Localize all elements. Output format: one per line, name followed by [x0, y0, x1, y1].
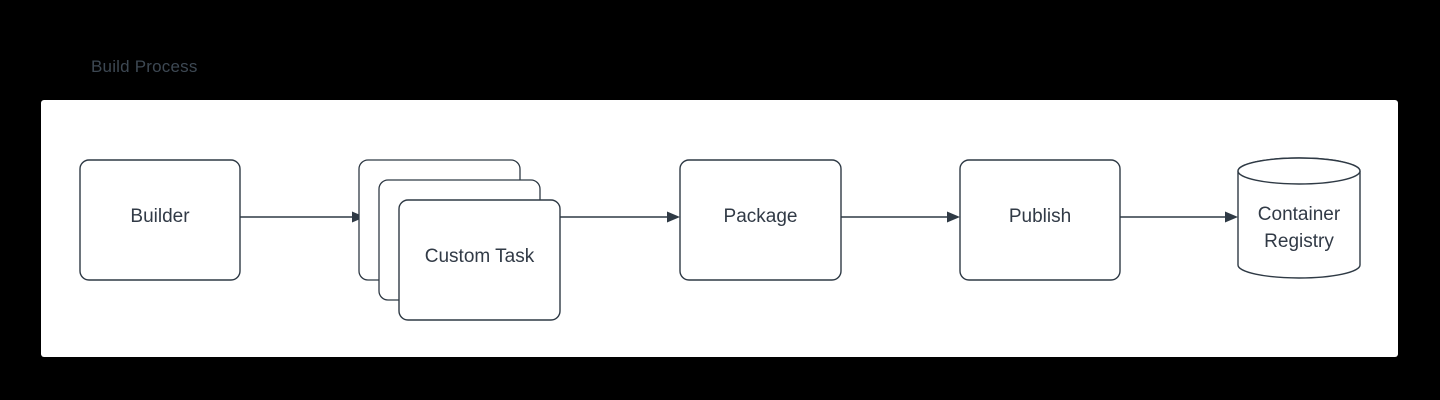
package-label: Package — [724, 206, 798, 227]
edge-custom-task-to-package — [560, 211, 680, 223]
publish-box[interactable] — [959, 159, 1121, 281]
builder-box[interactable] — [79, 159, 241, 281]
container-registry-cylinder-top — [1237, 157, 1361, 185]
edge-builder-to-custom-task — [240, 211, 365, 223]
node-package[interactable]: Package — [679, 159, 842, 281]
edge-publish-to-container-registry — [1120, 211, 1238, 223]
node-builder[interactable]: Builder — [79, 159, 241, 281]
diagram-title: Build Process — [91, 57, 198, 76]
custom-task-label: Custom Task — [425, 246, 535, 267]
container-registry-label-line2: Registry — [1264, 231, 1334, 252]
edge-package-to-publish — [841, 211, 960, 223]
package-box[interactable] — [679, 159, 842, 281]
custom-task-card-front[interactable] — [398, 199, 561, 321]
builder-label: Builder — [130, 206, 190, 227]
publish-label: Publish — [1009, 206, 1071, 227]
container-registry-label-line1: Container — [1258, 204, 1341, 225]
node-custom-task[interactable]: Custom Task — [358, 159, 561, 321]
node-container-registry[interactable]: Container Registry — [1237, 157, 1361, 279]
node-publish[interactable]: Publish — [959, 159, 1121, 281]
